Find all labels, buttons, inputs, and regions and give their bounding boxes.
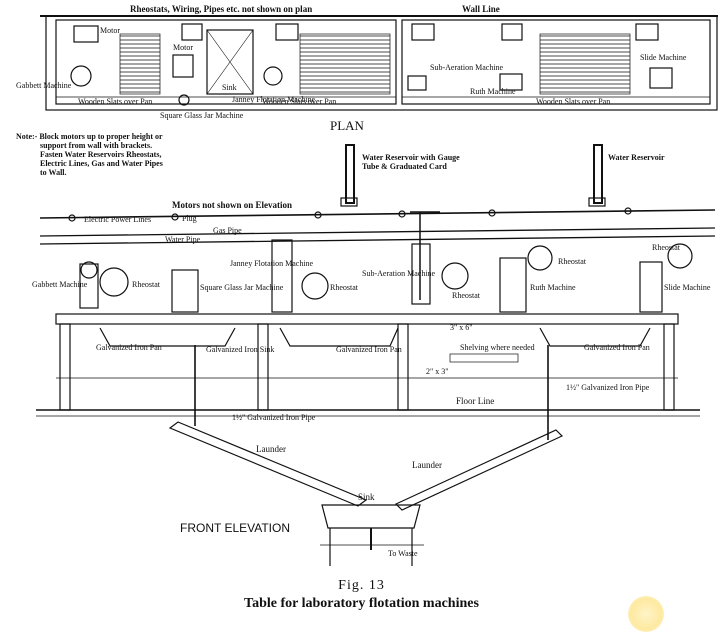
plan-slats-mid-label: Wooden Slats over Pan	[262, 97, 336, 106]
plan-gabbett-machine	[70, 65, 92, 87]
note-line-1: Note:- Block motors up to proper height …	[16, 132, 163, 141]
gas-pipe-label: Gas Pipe	[213, 226, 242, 235]
plug-label: Plug	[182, 214, 197, 223]
pipe-fittings	[68, 207, 632, 222]
rheostat-1-label: Rheostat	[132, 280, 161, 289]
note-line-2: support from wall with brackets.	[40, 141, 152, 150]
elevation-machines	[79, 239, 693, 313]
table-legs	[59, 323, 675, 411]
plan-slats-right-label: Wooden Slats over Pan	[536, 97, 610, 106]
note-line-4: Electric Lines, Gas and Water Pipes	[40, 159, 163, 168]
launder-left-label: Launder	[256, 444, 286, 454]
plan-title: PLAN	[330, 118, 365, 133]
note-line-5: to Wall.	[40, 168, 67, 177]
plan-sink	[206, 29, 254, 95]
rheostats-note: Rheostats, Wiring, Pipes etc. not shown …	[130, 4, 312, 14]
shelving	[449, 353, 519, 363]
plan-square-glass-machine	[172, 54, 194, 78]
reservoir-gauge-label-1: Water Reservoir with Gauge	[362, 153, 460, 162]
rheostat-right-label: Rheostat	[652, 243, 681, 252]
sink-label: Sink	[358, 492, 375, 502]
elev-square-glass-label: Square Glass Jar Machine	[200, 283, 284, 292]
launder-right	[394, 429, 564, 511]
rheostat-wheel-4	[527, 245, 553, 271]
rheostat-wheel-3	[441, 262, 469, 290]
water-reservoir	[593, 144, 603, 204]
galv-sink-label: Galvanized Iron Sink	[206, 345, 274, 354]
wall-line-label: Wall Line	[462, 4, 500, 14]
wooden-slats-mid	[299, 33, 391, 95]
pipe-right-label: 1½" Galvanized Iron Pipe	[566, 383, 650, 392]
figure-caption: Table for laboratory flotation machines	[244, 596, 479, 611]
water-pipe-label: Water Pipe	[165, 235, 201, 244]
elev-ruth-label: Ruth Machine	[530, 283, 576, 292]
pan-mid-label: Galvanized Iron Pan	[336, 345, 402, 354]
water-reservoir-gauge	[345, 144, 355, 204]
plan-motors	[73, 23, 659, 43]
plan-sub-aeration-label: Sub-Aeration Machine	[430, 63, 504, 72]
pan-right	[539, 327, 651, 347]
floor-line-label: Floor Line	[456, 396, 494, 406]
dim-3x6-label: 3" x 6"	[450, 323, 473, 332]
paper-stain	[628, 596, 664, 632]
rheostat-2-label: Rheostat	[330, 283, 359, 292]
plan-right-table	[401, 19, 711, 105]
dim-2x3-label: 2" x 3"	[426, 367, 449, 376]
pan-mid	[279, 327, 399, 347]
reservoir-gauge-label-2: Tube & Graduated Card	[362, 162, 447, 171]
elev-sub-aeration-label: Sub-Aeration Machine	[362, 269, 436, 278]
elev-gabbett-label: Gabbett Machine	[32, 280, 88, 289]
note-line-3: Fasten Water Reservoirs Rheostats,	[40, 150, 161, 159]
wooden-slats-left	[119, 33, 161, 95]
rheostat-3-label: Rheostat	[452, 291, 481, 300]
reservoir-plain-label: Water Reservoir	[608, 153, 665, 162]
plan-janney-machine	[263, 66, 283, 86]
motors-note: Motors not shown on Elevation	[172, 200, 292, 210]
pan-right-label: Galvanized Iron Pan	[584, 343, 650, 352]
plan-ruth-machine	[499, 73, 523, 91]
launder-left	[168, 421, 368, 507]
rheostat-wheel-5	[667, 243, 693, 269]
plan-slide-label: Slide Machine	[640, 53, 687, 62]
elevation-table-top	[55, 313, 679, 325]
plan-ruth-label: Ruth Machine	[470, 87, 516, 96]
electric-power-lines	[39, 209, 716, 219]
flotation-table-drawing: Rheostats, Wiring, Pipes etc. not shown …	[16, 4, 718, 566]
plan-left-table	[55, 19, 397, 105]
plan-sink-label: Sink	[222, 83, 237, 92]
shelving-label: Shelving where needed	[460, 343, 535, 352]
plan-motor-mid-label: Motor	[173, 43, 193, 52]
elev-janney-label: Janney Flotation Machine	[230, 259, 314, 268]
water-pipe	[39, 235, 716, 245]
to-waste-label: To Waste	[388, 549, 418, 558]
plan-slats-left-label: Wooden Slats over Pan	[78, 97, 152, 106]
elev-slide-label: Slide Machine	[664, 283, 711, 292]
launder-right-label: Launder	[412, 460, 442, 470]
front-elevation-title: FRONT ELEVATION	[180, 521, 290, 535]
plan-sub-aeration-machine	[407, 75, 427, 91]
plan-slide-machine	[649, 67, 673, 89]
electric-lines-label: Electric Power Lines	[84, 215, 151, 224]
rheostat-wheel-1	[99, 267, 129, 297]
plan-outline	[45, 15, 718, 111]
plan-square-glass-label: Square Glass Jar Machine	[160, 111, 244, 120]
pan-left-label: Galvanized Iron Pan	[96, 343, 162, 352]
pan-left	[99, 327, 236, 347]
plan-motor-label: Motor	[100, 26, 120, 35]
pipe-left-label: 1½" Galvanized Iron Pipe	[232, 413, 316, 422]
wooden-slats-right	[539, 33, 631, 95]
plan-gabbett-label: Gabbett Machine	[16, 81, 72, 90]
rheostat-wheel-2	[301, 272, 329, 300]
plan-janney-label: Janney Flotation Machine	[232, 95, 316, 104]
rheostat-4-label: Rheostat	[558, 257, 587, 266]
gas-pipe	[39, 227, 716, 237]
figure-number: Fig. 13	[338, 578, 385, 593]
elevation-sink	[321, 504, 421, 529]
